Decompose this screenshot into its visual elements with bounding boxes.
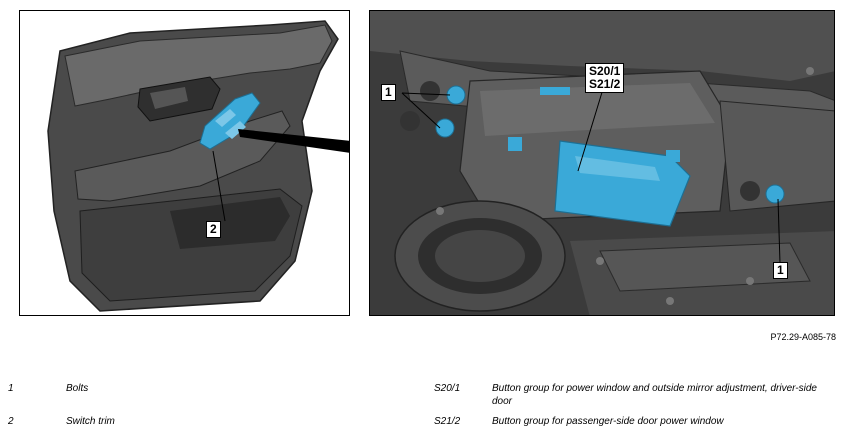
door-panel-drawing [47, 20, 349, 312]
figure-id: P72.29-A085-78 [770, 332, 836, 342]
legend-text-s21: Button group for passenger-side door pow… [492, 416, 724, 427]
callout-switch-groups: S20/1 S21/2 [585, 63, 625, 93]
callout-s20: S20/1 [589, 64, 621, 78]
door-panel-overview-image: 2 [19, 10, 350, 316]
legend-key-2: 2 [8, 416, 14, 427]
callout-bolts-upper: 1 [381, 84, 396, 101]
door-detail-drawing [370, 11, 834, 315]
legend-key-s20: S20/1 [434, 383, 461, 394]
legend-text-1: Bolts [66, 383, 89, 394]
legend-text-2: Switch trim [66, 416, 115, 427]
callout-bolts-lower: 1 [773, 262, 788, 279]
legend-key-s21: S21/2 [434, 416, 461, 427]
callout-switch-trim: 2 [206, 221, 221, 238]
callout-s21: S21/2 [589, 77, 621, 91]
legend-key-1: 1 [8, 383, 14, 394]
door-detail-image: 1 S20/1 S21/2 1 [369, 10, 835, 316]
legend-text-s20: Button group for power window and outsid… [492, 383, 817, 407]
